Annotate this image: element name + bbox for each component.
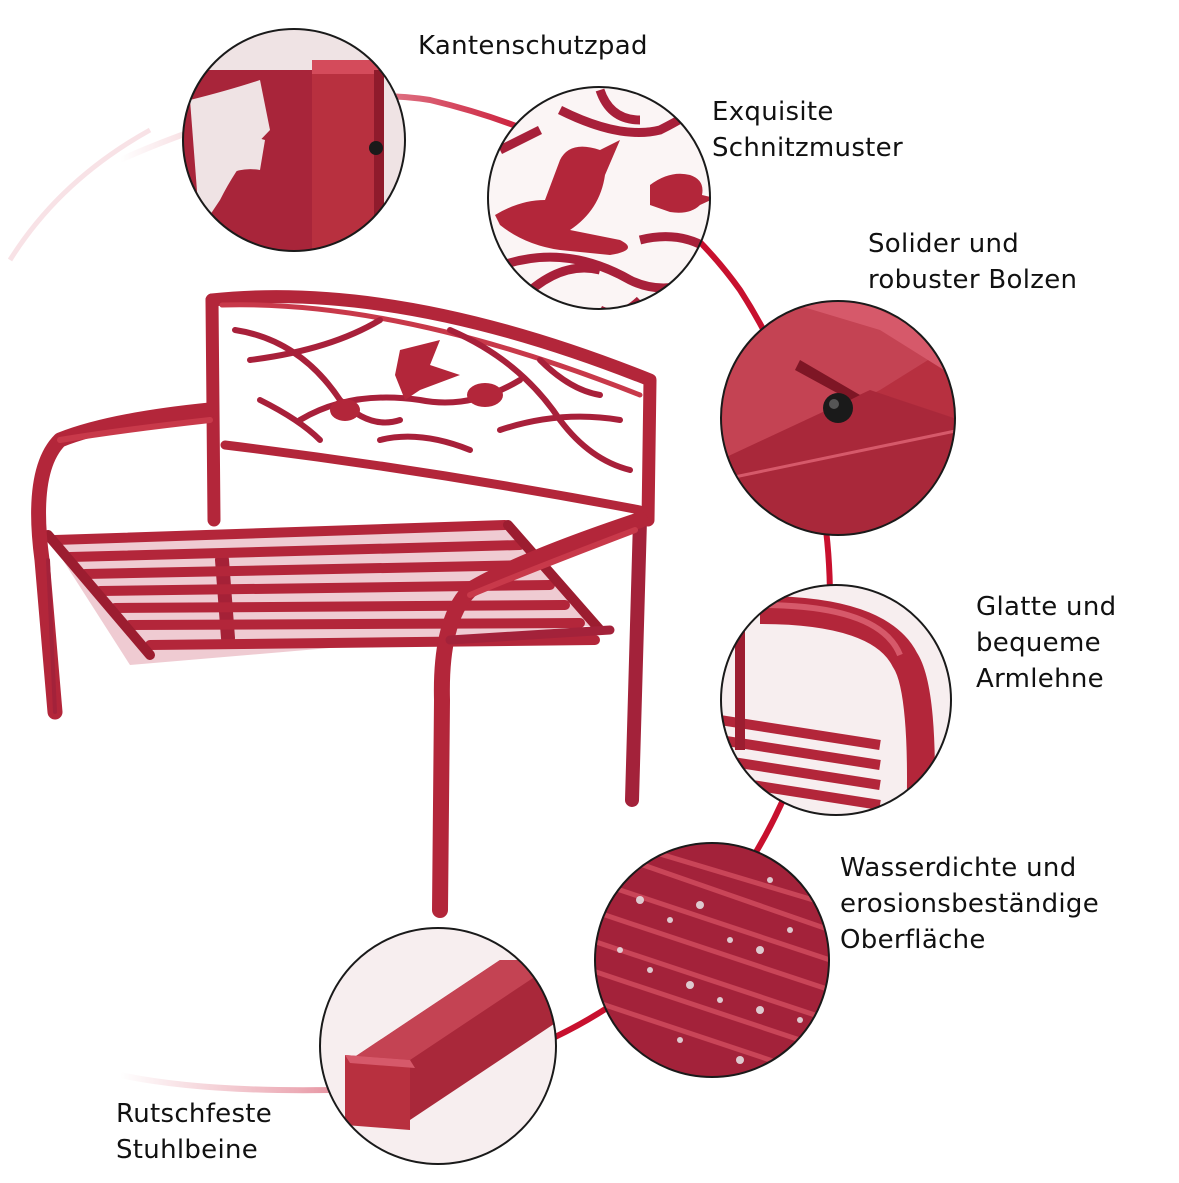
- detail-circle-carving: [487, 86, 711, 310]
- label-legs: Rutschfeste Stuhlbeine: [116, 1099, 273, 1165]
- connecting-arc-left: [7, 127, 152, 262]
- detail-circle-edge-pad: [182, 28, 406, 252]
- label-armrest: Glatte und bequeme Armlehne: [976, 592, 1117, 694]
- label-surface: Wasserdichte und erosionsbeständige Ober…: [840, 853, 1100, 955]
- garden-bench-illustration: [31, 290, 657, 918]
- label-edge-pad: Kantenschutzpad: [418, 31, 648, 61]
- label-bolt: Solider und robuster Bolzen: [868, 229, 1078, 295]
- label-carving: Exquisite Schnitzmuster: [712, 97, 903, 163]
- bird-branch-carving: [232, 317, 633, 473]
- detail-circle-bolt: [720, 300, 956, 536]
- detail-circle-surface: [594, 842, 830, 1078]
- detail-circle-armrest: [720, 584, 952, 816]
- detail-circle-legs: [319, 927, 557, 1165]
